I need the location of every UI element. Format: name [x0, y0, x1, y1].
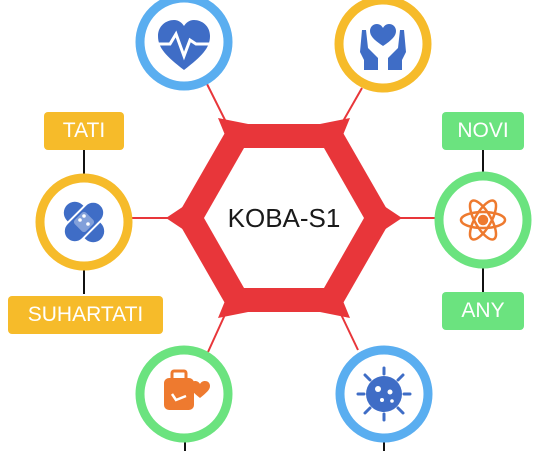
bandage-icon — [62, 200, 106, 244]
label-tati: TATI — [44, 112, 124, 150]
hands-heart-icon — [360, 24, 406, 70]
atom-icon — [459, 199, 507, 241]
bacteria-icon — [356, 366, 412, 422]
spike-top-left — [218, 118, 258, 152]
medical-kit-heart-icon — [164, 369, 210, 410]
spike-top-right — [310, 118, 350, 152]
node-top-left — [135, 0, 233, 91]
spike-bottom-right — [310, 284, 350, 318]
spike-bottom-left — [218, 284, 258, 318]
node-right — [434, 171, 532, 269]
spike-right — [372, 198, 402, 238]
center-hexagon — [166, 118, 402, 318]
node-top-right — [334, 0, 432, 93]
heart-pulse-icon — [156, 20, 212, 70]
hexagon-inner — [204, 148, 364, 288]
node-left — [35, 173, 133, 271]
center-label: KOBA-S1 — [227, 203, 341, 233]
node-bottom-right — [335, 345, 433, 443]
label-any: ANY — [442, 292, 524, 330]
node-bottom-left — [135, 345, 233, 443]
label-novi: NOVI — [442, 112, 524, 150]
spike-left — [166, 198, 196, 238]
label-suhartati: SUHARTATI — [8, 296, 163, 334]
